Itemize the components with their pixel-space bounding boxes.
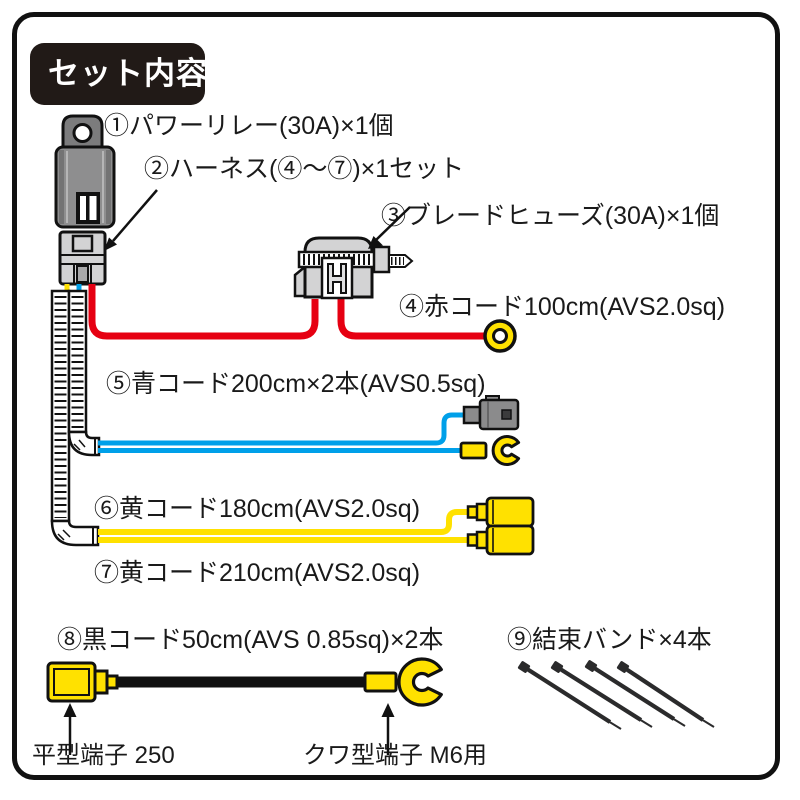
label-yellow-cord-180: ⑥黄コード180cm(AVS2.0sq) (94, 495, 421, 523)
spade-connector-lower-icon (466, 524, 535, 556)
spade-connector-upper-icon (466, 496, 535, 528)
flat-terminal-pointer-arrow (63, 703, 77, 755)
fork-terminal-small-icon (459, 435, 521, 466)
fuse-element-icon (327, 263, 347, 294)
label-blue-cord: ⑤青コード200cm×2本(AVS0.5sq) (106, 370, 486, 398)
cable-tie-icon (584, 660, 686, 727)
fuse-callout-arrow (368, 206, 411, 249)
corrugated-tube-long (50, 289, 100, 547)
red-cord-right-segment (337, 299, 485, 340)
yellow-cord-180-line (98, 509, 470, 535)
corrugated-tube-short (67, 289, 101, 457)
blade-fuse-illustration (293, 236, 414, 300)
label-cable-ties: ⑨結束バンド×4本 (507, 626, 712, 654)
mounting-hole-icon (72, 123, 93, 143)
label-harness: ②ハーネス(④〜⑦)×1セット (144, 155, 465, 183)
bullet-connector-icon (462, 395, 520, 431)
flat-terminal-icon (46, 661, 119, 703)
red-cord-left-segment (88, 284, 319, 340)
fork-terminal-large-icon (363, 657, 443, 707)
power-relay-illustration (54, 114, 116, 229)
outer-border (12, 12, 780, 780)
cable-tie-icon (517, 661, 622, 730)
label-blade-fuse: ③ブレードヒューズ(30A)×1個 (381, 202, 720, 230)
label-red-cord: ④赤コード100cm(AVS2.0sq) (399, 293, 726, 321)
label-flat-terminal: 平型端子 250 (32, 742, 175, 769)
label-yellow-cord-210: ⑦黄コード210cm(AVS2.0sq) (94, 559, 421, 587)
black-cord-illustration (46, 657, 443, 755)
label-black-cord: ⑧黒コード50cm(AVS 0.85sq)×2本 (57, 626, 444, 654)
harness-connector-illustration (58, 230, 107, 286)
ring-terminal-icon (483, 319, 517, 353)
harness-callout-arrow (104, 189, 158, 251)
label-fork-terminal: クワ型端子 M6用 (303, 742, 488, 769)
label-power-relay: ①パワーリレー(30A)×1個 (104, 112, 394, 140)
cable-tie-buckle-icon (372, 245, 391, 274)
blue-cord-upper (98, 412, 466, 446)
cable-ties-illustration (517, 660, 715, 730)
fork-terminal-pointer-arrow (381, 703, 395, 755)
cable-tie-icon (550, 661, 653, 728)
cable-tie-icon (616, 661, 715, 728)
set-contents-badge: セット内容 (30, 43, 207, 105)
